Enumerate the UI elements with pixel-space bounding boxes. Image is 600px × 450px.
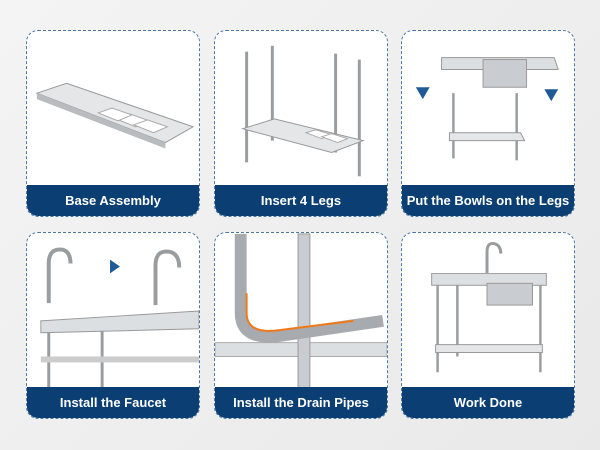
step-install-faucet: Install the Faucet: [26, 232, 200, 419]
arrow-down-icon: [544, 89, 559, 102]
step-label: Put the Bowls on the Legs: [402, 185, 574, 216]
legs-illustration: [240, 45, 365, 177]
bowls-illustration: [415, 57, 559, 161]
step-label: Install the Drain Pipes: [215, 387, 387, 418]
step-work-done: Work Done: [401, 232, 575, 419]
faucet-illustration: [40, 247, 199, 389]
step-insert-legs: Insert 4 Legs: [214, 30, 388, 217]
step-put-bowls: Put the Bowls on the Legs: [401, 30, 575, 217]
arrow-right-icon: [110, 259, 120, 274]
step-label: Base Assembly: [27, 185, 199, 216]
finished-sink-illustration: [431, 241, 547, 373]
step-base-assembly: Base Assembly: [26, 30, 200, 217]
arrow-down-icon: [415, 87, 430, 100]
step-install-drain: Install the Drain Pipes: [214, 232, 388, 419]
drain-pipe-illustration: [215, 233, 387, 389]
step-label: Insert 4 Legs: [215, 185, 387, 216]
step-label: Install the Faucet: [27, 387, 199, 418]
base-shelf-illustration: [35, 82, 195, 149]
step-label: Work Done: [402, 387, 574, 418]
